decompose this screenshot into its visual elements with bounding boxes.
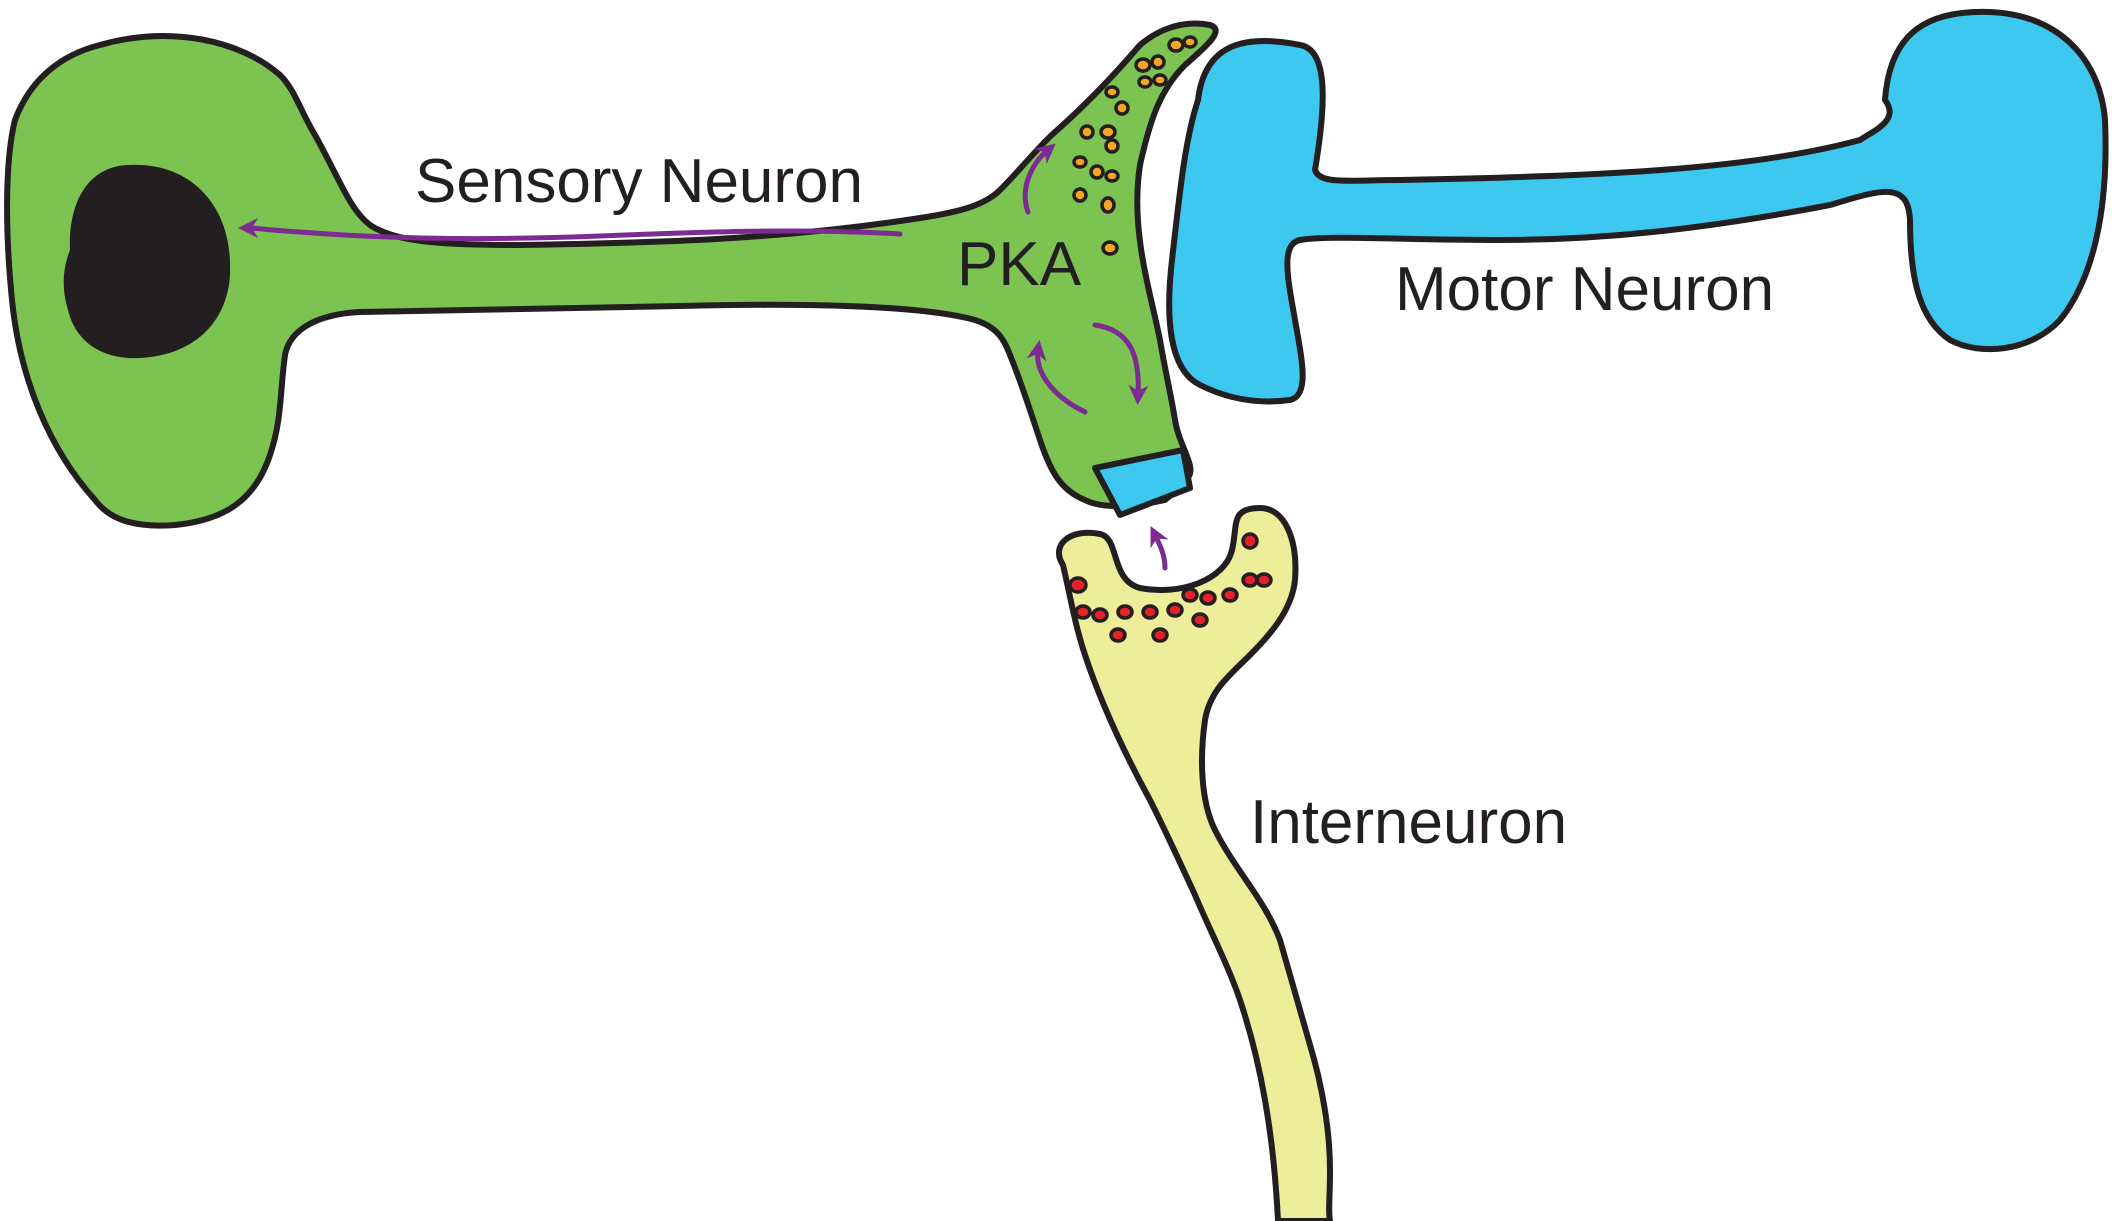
pka-label: PKA xyxy=(957,230,1082,299)
sensory-vesicle xyxy=(1106,171,1118,181)
sensory-vesicle xyxy=(1154,75,1166,85)
motor-neuron xyxy=(1169,12,2105,402)
interneuron-vesicle xyxy=(1223,589,1237,601)
interneuron-vesicle xyxy=(1183,589,1197,601)
sensory-vesicle xyxy=(1184,37,1196,47)
sensory-vesicle xyxy=(1101,126,1115,138)
sensory-vesicle xyxy=(1091,166,1103,178)
sensory-vesicle xyxy=(1136,59,1150,71)
sensory-vesicle xyxy=(1081,126,1093,138)
interneuron-vesicle xyxy=(1168,604,1182,616)
interneuron-vesicle xyxy=(1076,606,1090,618)
sensory-vesicle xyxy=(1116,102,1128,114)
serotonin-signal-arrow xyxy=(1155,535,1165,568)
sensory-vesicle xyxy=(1106,140,1118,152)
interneuron-vesicle xyxy=(1243,574,1257,586)
interneuron-vesicle xyxy=(1243,534,1257,548)
interneuron-label: Interneuron xyxy=(1250,788,1567,857)
sensory-vesicle xyxy=(1074,157,1086,167)
sensory-neuron-label: Sensory Neuron xyxy=(415,147,863,216)
interneuron-vesicle xyxy=(1093,609,1107,621)
interneuron-vesicle xyxy=(1201,592,1215,604)
sensory-vesicle xyxy=(1169,39,1183,51)
motor-neuron-label: Motor Neuron xyxy=(1395,255,1774,324)
sensory-vesicle xyxy=(1074,189,1086,201)
sensory-vesicle xyxy=(1102,198,1114,212)
sensory-vesicle xyxy=(1106,87,1118,97)
interneuron-vesicle xyxy=(1143,606,1157,618)
interneuron-vesicle xyxy=(1111,629,1125,641)
interneuron-vesicle xyxy=(1193,614,1207,626)
sensory-vesicle xyxy=(1139,77,1151,87)
motor-neuron-body xyxy=(1169,12,2105,402)
interneuron-vesicle xyxy=(1257,574,1271,586)
interneuron-vesicle xyxy=(1118,606,1132,618)
interneuron-vesicle xyxy=(1153,629,1167,641)
sensory-vesicle xyxy=(1152,56,1164,68)
sensory-vesicle xyxy=(1103,242,1117,254)
interneuron-vesicle xyxy=(1070,578,1086,592)
